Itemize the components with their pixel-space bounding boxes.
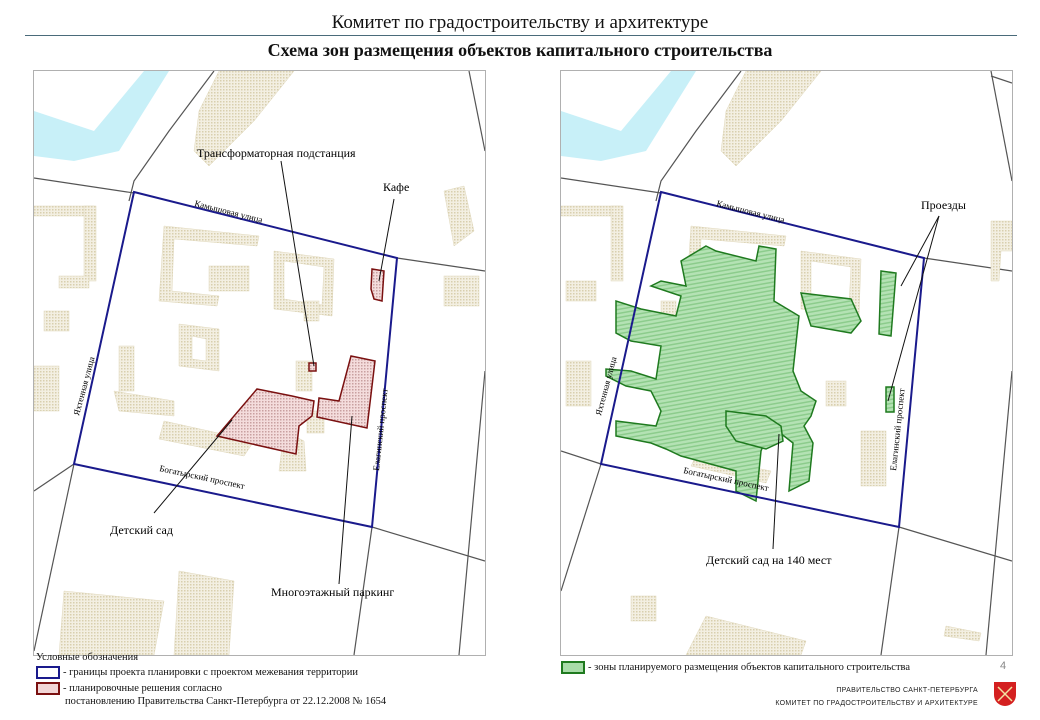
street-label-south: Богатырский проспект <box>159 463 246 491</box>
driveway-zone <box>878 270 897 337</box>
callout-cafe: Кафе <box>383 180 409 194</box>
legend-item-planning-line2: постановлению Правительства Санкт-Петерб… <box>65 696 387 707</box>
footer-line-2: КОМИТЕТ ПО ГРАДОСТРОИТЕЛЬСТВУ И АРХИТЕКТ… <box>775 700 978 707</box>
legend-swatch-red <box>36 682 60 696</box>
legend-item-planning: - планировочные решения согласно <box>36 682 222 696</box>
substation-area <box>308 362 317 372</box>
callout-substation: Трансформаторная подстанция <box>197 146 356 160</box>
legend-swatch-green <box>561 661 585 675</box>
street-label-east: Елагинский проспект <box>371 388 390 471</box>
water-area <box>34 71 169 161</box>
cafe-area <box>370 268 385 302</box>
street-label-west: Яхтенная улица <box>71 356 96 417</box>
kindergarten-140-zone <box>725 410 784 450</box>
kindergarten-area <box>215 388 315 455</box>
legend-item-boundary: - границы проекта планировки с проектом … <box>36 666 358 680</box>
header-divider <box>25 35 1017 36</box>
street-label-north: Камышовая улица <box>716 198 786 225</box>
callout-kindergarten-140: Детский сад на 140 мест <box>706 553 832 567</box>
street-label-north: Камышовая улица <box>194 198 264 225</box>
map-left: Камышовая улица Яхтенная улица Богатырск… <box>33 70 486 656</box>
legend-title: Условные обозначения <box>36 652 139 663</box>
parking-area <box>316 355 376 429</box>
legend-item-zones: - зоны планируемого размещения объектов … <box>561 661 910 675</box>
callout-kindergarten: Детский сад <box>110 523 173 537</box>
callout-driveways: Проезды <box>921 198 966 212</box>
water-area <box>561 71 696 161</box>
spb-coat-of-arms-icon <box>994 682 1016 706</box>
project-boundary <box>72 190 399 529</box>
callout-parking: Многоэтажный паркинг <box>271 585 394 599</box>
driveway-zone-small <box>885 386 895 413</box>
map-right: Камышовая улица Яхтенная улица Богатырск… <box>560 70 1013 656</box>
footer-line-1: ПРАВИТЕЛЬСТВО САНКТ-ПЕТЕРБУРГА <box>836 687 978 694</box>
street-label-west: Яхтенная улица <box>593 356 618 417</box>
project-boundary <box>599 190 926 529</box>
legend-swatch-blue <box>36 666 60 680</box>
header-org: Комитет по градостроительству и архитект… <box>331 12 709 33</box>
page-number: 4 <box>1000 660 1007 672</box>
page-title: Схема зон размещения объектов капитально… <box>267 40 773 60</box>
